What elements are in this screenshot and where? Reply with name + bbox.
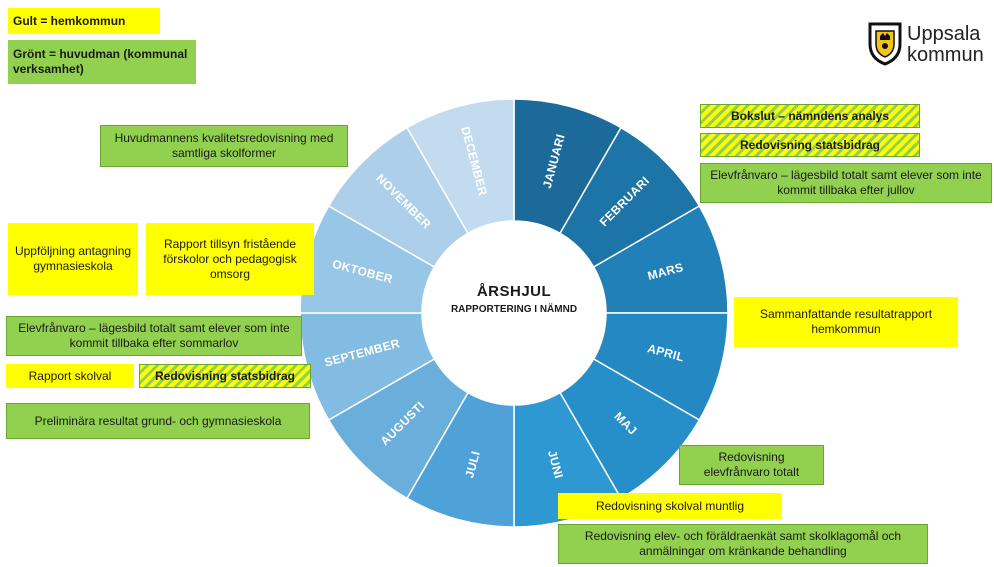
month-label-juli: JULI — [462, 449, 483, 479]
note-tillsyn: Rapport tillsyn fristående förskolor och… — [146, 223, 314, 295]
note-uppfoljning: Uppföljning antagning gymnasieskola — [8, 223, 138, 295]
wheel-subtitle: RAPPORTERING I NÄMND — [450, 304, 578, 315]
note-franvaro-sommar: Elevfrånvaro – lägesbild totalt samt ele… — [6, 316, 302, 356]
note-franvaro-jan: Elevfrånvaro – lägesbild totalt samt ele… — [700, 163, 992, 203]
note-rapport-skolval: Rapport skolval — [6, 364, 134, 388]
note-preliminara: Preliminära resultat grund- och gymnasie… — [6, 403, 310, 439]
note-kvalitet: Huvudmannens kvalitetsredovisning med sa… — [100, 125, 348, 167]
note-enkat: Redovisning elev- och föräldraenkät samt… — [558, 524, 928, 564]
note-franvaro-totalt: Redovisning elevfrånvaro totalt — [679, 445, 824, 485]
legend-green: Grönt = huvudman (kommunal verksamhet) — [8, 40, 196, 84]
note-sammanfattande: Sammanfattande resultatrapport hemkommun — [734, 297, 958, 347]
uppsala-shield-icon — [868, 22, 902, 66]
note-statsbidrag-jan: Redovisning statsbidrag — [700, 133, 920, 157]
note-bokslut: Bokslut – nämndens analys — [700, 104, 920, 128]
note-statsbidrag-sep: Redovisning statsbidrag — [139, 364, 311, 388]
logo-line2: kommun — [907, 44, 984, 66]
logo-text: Uppsala kommun — [907, 24, 984, 66]
logo-line1: Uppsala — [907, 23, 981, 45]
note-skolval-muntlig: Redovisning skolval muntlig — [558, 493, 782, 519]
legend-yellow: Gult = hemkommun — [8, 8, 160, 34]
wheel-center — [423, 222, 605, 404]
wheel-title: ÅRSHJUL — [476, 283, 552, 300]
wheel-segment-december — [405, 98, 515, 235]
